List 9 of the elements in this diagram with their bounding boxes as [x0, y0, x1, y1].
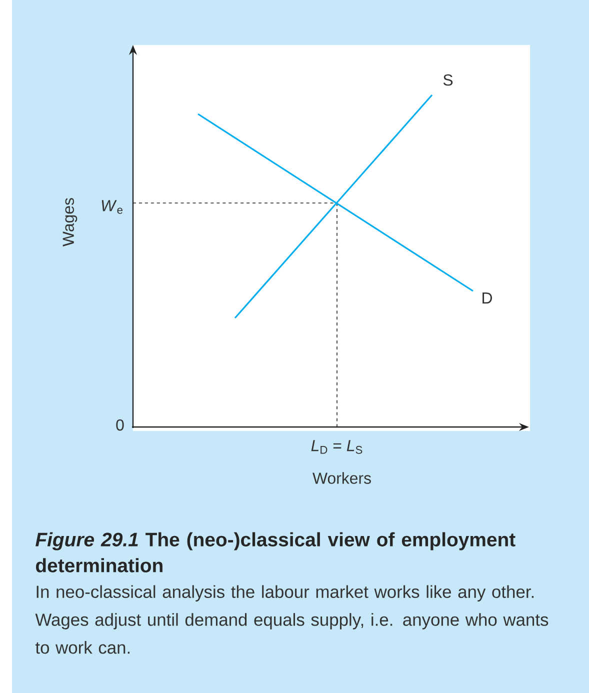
curve-label: D [482, 292, 492, 304]
axis-label: Wages [62, 198, 78, 246]
tick-label: W$_{e}$ [102, 200, 122, 214]
caption-text: In neo-classical analysis the labour market works like any other. Wages adjust until demand equals supply, i.e. anyone who wants to work can. [35, 585, 548, 654]
curve-label: S [443, 74, 453, 86]
axis-label: Workers [312, 472, 371, 484]
tick-label: 0 [116, 419, 124, 431]
tick-label: L$_{D}$ = L$_{S}$ [311, 440, 362, 454]
figure-title: Figure 29.1 The (neo-)classical view of employment determination [36, 532, 516, 572]
